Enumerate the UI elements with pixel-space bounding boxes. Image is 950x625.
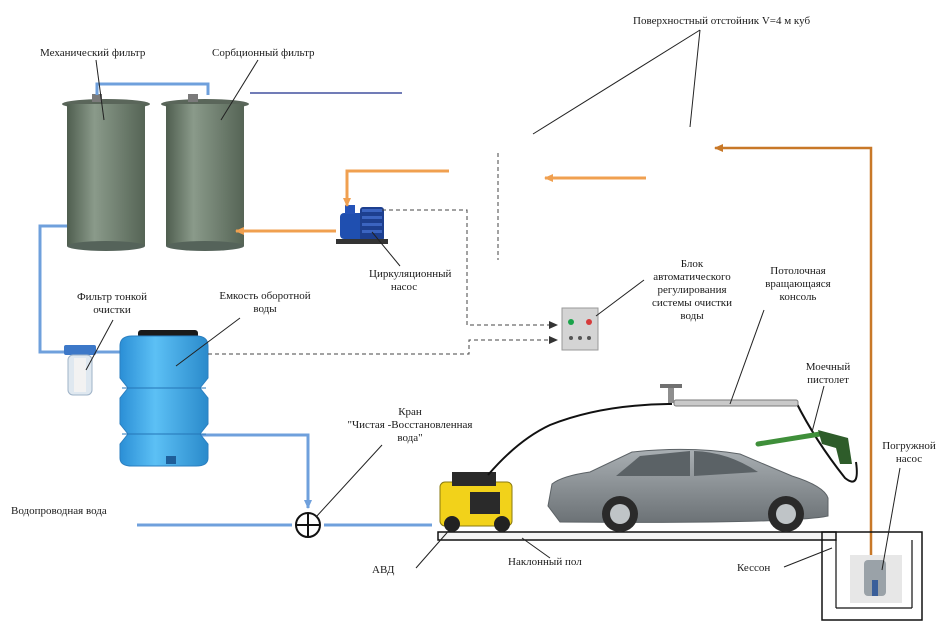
submersible-pump-label-line1: Погружной (882, 440, 936, 452)
sorption-filter (161, 94, 249, 251)
tap-water-label: Водопроводная вода (11, 505, 107, 517)
car-icon (547, 448, 829, 532)
tank-leader (175, 317, 241, 367)
ceiling-console-label: Потолочная вращающаяся консоль (758, 265, 838, 304)
fine-filter-label-line1: Фильтр тонкой (76, 291, 148, 303)
mechanical-filter (62, 94, 150, 251)
tank-label-line1: Емкость оборотной (219, 290, 311, 302)
control-box-label-line2: автоматического (653, 271, 731, 283)
dirty-water-in-arrow (343, 169, 449, 207)
tank-label-line2: воды (253, 303, 277, 315)
valve-label-line2: "Чистая -Восстановленная (347, 419, 473, 431)
control-box-label: Блок автоматического регулирования систе… (640, 258, 744, 323)
circulation-pump-label-line1: Циркуляционный (369, 268, 452, 280)
valve-label-line3: вода" (397, 432, 423, 444)
ceiling-console-label-line1: Потолочная (770, 265, 826, 277)
ceiling-console (660, 384, 799, 407)
circulation-pump-label: Циркуляционный насос (369, 268, 452, 294)
fine-filter-leader (85, 319, 114, 371)
control-box-icon (561, 307, 599, 351)
fine-filter (64, 345, 96, 396)
tank-to-valve-pipe (200, 433, 312, 509)
valve-icon (295, 512, 321, 538)
spray-gun-label-line2: пистолет (807, 374, 849, 386)
mechanical-filter-label: Механический фильтр (40, 47, 146, 59)
circulation-pump-label-line2: насос (390, 281, 418, 293)
submersible-pump-label: Погружной насос (876, 440, 942, 466)
pump-icon (336, 205, 388, 244)
control-box-label-line1: Блок (680, 258, 704, 270)
valve-label: Кран "Чистая -Восстановленная вода" (335, 406, 485, 445)
caisson-label: Кессон (737, 562, 771, 574)
sorb-leader (220, 59, 259, 121)
ceiling-console-label-line3: консоль (779, 291, 817, 303)
avd-leader (415, 526, 453, 569)
valve-leader (315, 444, 383, 518)
control-leader (595, 279, 645, 317)
valve-label-line1: Кран (398, 406, 422, 418)
settler-leader-1 (532, 29, 701, 135)
return-line-arrow (714, 144, 873, 558)
floor-label: Наклонный пол (508, 556, 582, 568)
control-box-label-line5: воды (680, 310, 704, 322)
fine-filter-label-line2: очистки (93, 304, 131, 316)
pump-control-line (382, 209, 558, 329)
control-box-label-line3: регулирования (657, 284, 727, 296)
sorption-filter-label: Сорбционный фильтр (212, 47, 315, 59)
caisson-leader (783, 547, 833, 568)
settler-label: Поверхностный отстойник V=4 м куб (633, 15, 811, 27)
gun-leader (811, 385, 825, 433)
control-box-label-line4: системы очистки (652, 297, 732, 309)
washer-hose (487, 403, 672, 476)
recycled-water-tank (119, 330, 209, 467)
filter-link-pipe (95, 82, 210, 95)
spray-gun-icon (755, 430, 852, 464)
washer-icon (439, 472, 513, 532)
sloped-floor (437, 531, 837, 541)
sub-pump-leader (881, 467, 901, 571)
spray-gun-label-line1: Моечный (805, 361, 851, 373)
floor-leader (521, 537, 551, 559)
fine-filter-label: Фильтр тонкой очистки (72, 291, 152, 317)
tank-label: Емкость оборотной воды (212, 290, 318, 316)
submersible-pump-label-line2: насос (895, 453, 923, 465)
gun-hose (795, 401, 858, 483)
settler-leader-2 (689, 29, 701, 128)
ceiling-console-label-line2: вращающаяся (765, 278, 831, 290)
pump-leader (371, 231, 401, 267)
mech-leader (95, 59, 105, 121)
submersible-pump-icon (850, 555, 902, 603)
tank-control-line (208, 336, 558, 355)
avd-label: АВД (372, 564, 395, 576)
console-leader (729, 309, 765, 405)
spray-gun-label: Моечный пистолет (796, 361, 860, 387)
